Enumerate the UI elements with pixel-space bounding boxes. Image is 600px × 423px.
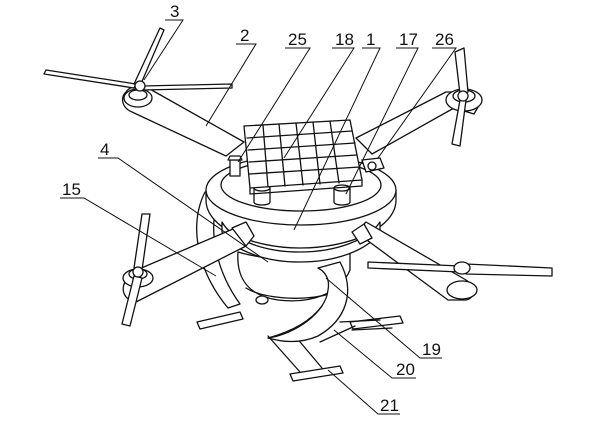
curved-blade: [267, 261, 349, 343]
label-2: 2: [240, 26, 249, 45]
label-4: 4: [100, 140, 109, 159]
label-21: 21: [380, 396, 399, 415]
label-19: 19: [422, 340, 441, 359]
propeller-front-right: [367, 261, 553, 277]
label-17: 17: [399, 30, 418, 49]
leader-lines: [60, 19, 457, 415]
propeller-back-right: [451, 47, 469, 147]
hub-cylinders: [253, 184, 351, 206]
solar-panel: [243, 119, 363, 195]
label-18: 18: [335, 30, 354, 49]
sensor-left: [227, 155, 243, 177]
label-1: 1: [366, 30, 375, 49]
label-3: 3: [170, 2, 179, 21]
part-labels: 3 2 25 18 1 17 26 4 15 19 20 21: [62, 2, 454, 415]
label-26: 26: [435, 30, 454, 49]
label-25: 25: [288, 30, 307, 49]
arm-back-left: [121, 85, 245, 157]
propeller-front-left: [121, 213, 151, 327]
propeller-back-left: [43, 27, 233, 92]
camera-right: [361, 157, 385, 173]
label-20: 20: [396, 360, 415, 379]
landing-gear: [196, 311, 404, 382]
label-15: 15: [62, 180, 81, 199]
arm-front-right: [351, 221, 478, 301]
